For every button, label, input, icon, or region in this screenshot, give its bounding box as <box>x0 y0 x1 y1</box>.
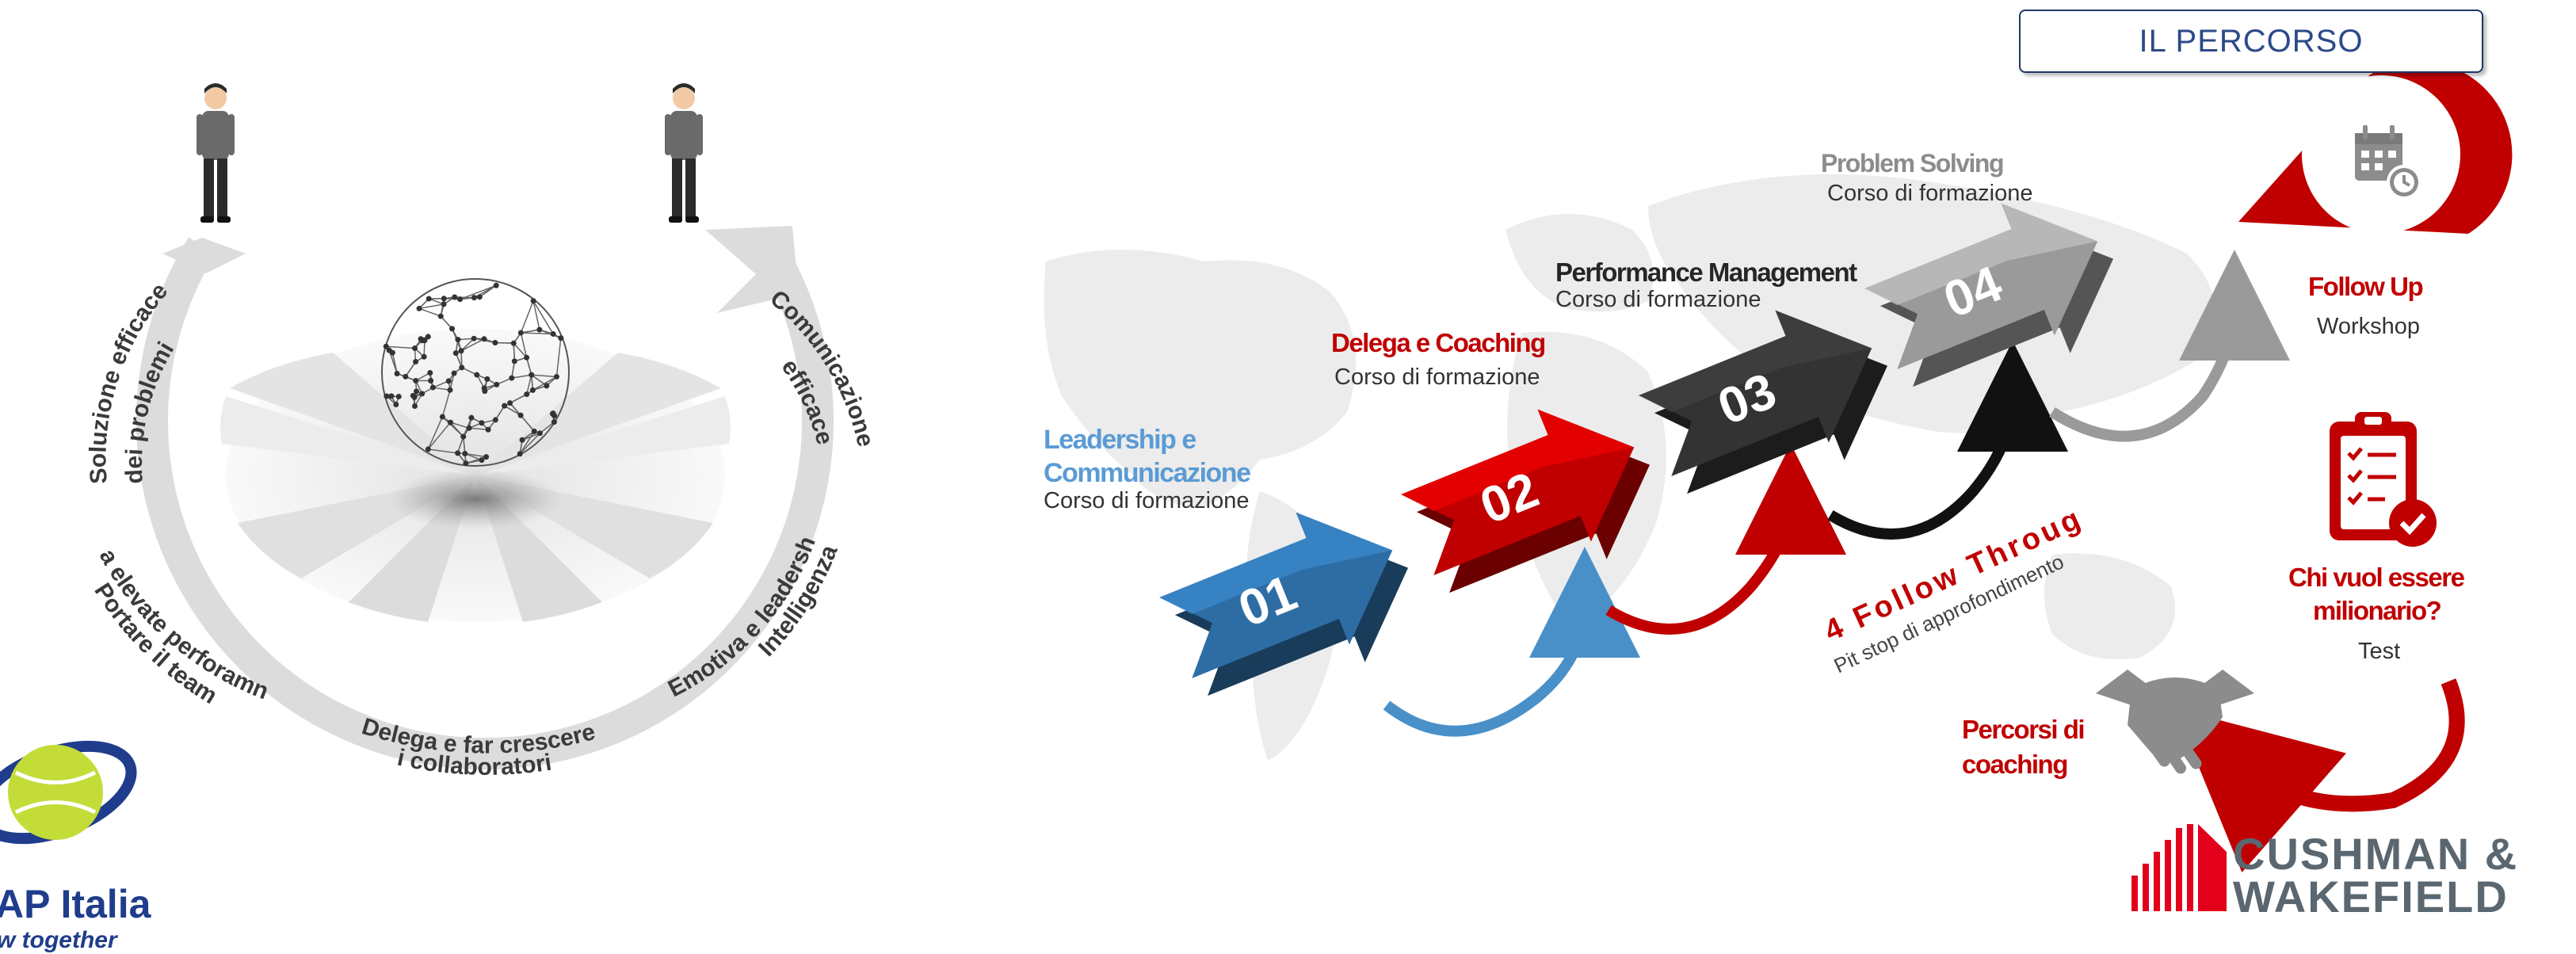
cushman-wakefield-logo-mark <box>2131 824 2227 911</box>
step-4-title: Problem Solving <box>1821 151 2003 176</box>
step-4-subtitle: Corso di formazione <box>1827 182 2033 205</box>
step-2-title: Delega e Coaching <box>1331 330 1545 356</box>
coaching-title-line2: coaching <box>1962 751 2067 777</box>
follow-up-subtitle: Workshop <box>2317 315 2420 338</box>
quiz-title-line1: Chi vuol essere <box>2288 564 2463 590</box>
quiz-subtitle: Test <box>2358 640 2400 663</box>
logo-right-line1: CUSHMAN & <box>2233 832 2518 876</box>
company-logo <box>0 728 143 857</box>
arc-label: a elevate perforamnce <box>0 0 272 704</box>
connector-arrow <box>1387 602 1585 731</box>
leadership-skills-diagram: Soluzione efficace dei problemi Comunica… <box>0 0 998 952</box>
step-1-title-line1: Leadership e <box>1044 426 1196 453</box>
person-figure-icon <box>665 83 703 223</box>
step-1-title-line2: Communicazione <box>1044 460 1250 487</box>
handshake-icon <box>2096 670 2254 776</box>
coaching-title-line1: Percorsi di <box>1962 716 2084 742</box>
clipboard-checklist-icon <box>2330 412 2437 547</box>
step-1-subtitle: Corso di formazione <box>1044 490 1250 513</box>
follow-up-pin <box>2238 61 2512 234</box>
logo-left-tagline: w together <box>0 927 117 954</box>
connector-arrow <box>2234 681 2457 803</box>
page-title: IL PERCORSO <box>2019 10 2483 73</box>
step-3-subtitle: Corso di formazione <box>1555 288 1761 311</box>
logo-left-name: AP Italia <box>0 881 151 927</box>
quiz-title-line2: milionario? <box>2313 597 2441 624</box>
logo-right-line2: WAKEFIELD <box>2233 875 2509 919</box>
person-figure-icon <box>197 83 235 223</box>
follow-up-title: Follow Up <box>2308 273 2422 300</box>
step-2-subtitle: Corso di formazione <box>1334 366 1540 389</box>
step-3-title: Performance Management <box>1555 259 1857 285</box>
